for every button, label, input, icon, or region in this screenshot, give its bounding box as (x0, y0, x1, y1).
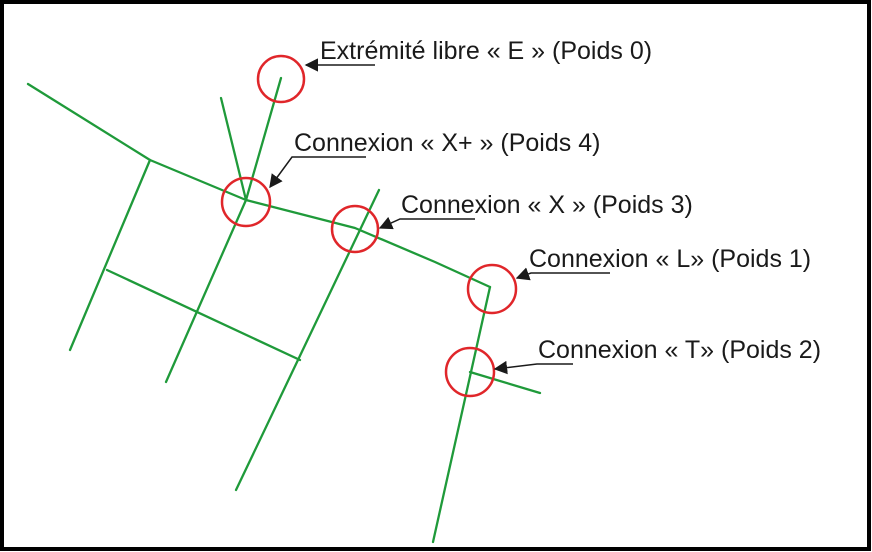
label-connection-t: Connexion « T» (Poids 2) (538, 336, 821, 364)
label-connection-x-plus: Connexion « X+ » (Poids 4) (294, 129, 600, 157)
leader-t (493, 360, 573, 375)
main-road (26, 82, 492, 289)
circle-connection-x (330, 204, 380, 254)
leader-x (378, 216, 475, 230)
road-through-x (234, 188, 381, 492)
road-crossing-x-plus (219, 96, 248, 202)
label-free-end-e: Extrémité libre « E » (Poids 0) (320, 37, 652, 65)
labels: Extrémité libre « E » (Poids 0) Connexio… (294, 37, 821, 364)
road-network (26, 76, 542, 544)
circle-connection-l (466, 263, 518, 315)
leader-x-plus (269, 156, 366, 189)
circle-connection-x-plus (220, 176, 272, 228)
road-horizontal-link (105, 268, 302, 362)
road-after-l (431, 285, 492, 544)
circle-free-end-e (256, 54, 306, 104)
leader-lines (269, 58, 610, 375)
road-left-vertical (68, 158, 152, 352)
label-connection-x: Connexion « X » (Poids 3) (401, 191, 693, 219)
label-connection-l: Connexion « L» (Poids 1) (529, 245, 811, 273)
road-west-branch (164, 198, 248, 384)
road-t-branch (468, 370, 542, 395)
leader-l (515, 267, 610, 281)
